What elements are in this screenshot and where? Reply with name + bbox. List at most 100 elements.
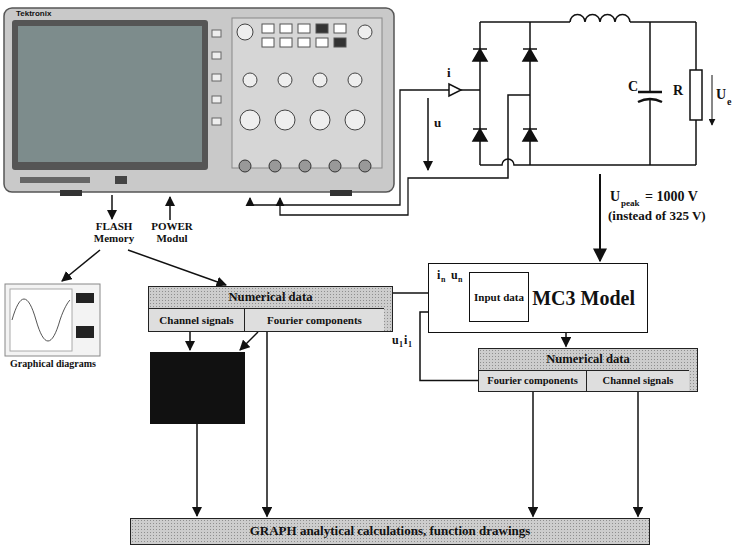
signal-label: U — [610, 190, 620, 205]
probe-wires — [250, 90, 412, 215]
label-holder: FLASH Memory — [84, 221, 144, 244]
label-holder: (instead of 325 V) — [608, 209, 706, 223]
layout-arrows — [62, 174, 600, 516]
label-holder: u — [451, 269, 458, 282]
oscilloscope-part — [212, 30, 221, 37]
graph-thumbnail — [5, 284, 100, 356]
data-panel: Numerical dataChannel signalsFourier com… — [148, 286, 393, 332]
node-text: Fourier components — [487, 375, 578, 387]
signal-label: u — [451, 269, 458, 282]
oscilloscope-part — [115, 176, 127, 184]
label-holder: U — [610, 190, 620, 205]
rectifier-circuit-part — [412, 95, 530, 178]
data-cell: Channel signals — [587, 370, 689, 391]
subscript-label: 1 — [408, 341, 412, 349]
oscilloscope-part — [237, 24, 253, 40]
oscilloscope-part — [313, 73, 327, 87]
rectifier-circuit — [412, 15, 712, 179]
oscilloscope-part — [239, 160, 251, 172]
rectifier-circuit-part — [523, 49, 537, 61]
node-text: Input data — [474, 291, 524, 303]
layout-arrows-part — [62, 250, 100, 281]
layout-arrows-part — [169, 197, 171, 220]
rectifier-circuit-part — [473, 128, 487, 130]
label-holder: u — [392, 334, 399, 347]
oscilloscope-part — [316, 24, 328, 33]
node-text: MC3 Model — [532, 287, 635, 309]
oscilloscope-part — [359, 160, 371, 172]
layout-arrows-part — [189, 332, 191, 350]
node-text: Numerical data — [479, 349, 697, 370]
oscilloscope-part — [18, 26, 202, 162]
signal-label: R — [673, 84, 683, 99]
rectifier-circuit-part — [479, 22, 481, 165]
signal-label: i — [447, 66, 451, 80]
layout-arrows-part — [599, 174, 601, 261]
subscript-label: n — [441, 276, 445, 284]
signal-label: i — [404, 334, 407, 347]
input-box: Input data — [469, 272, 529, 322]
data-cell: Fourier components — [479, 370, 587, 391]
oscilloscope-part — [243, 73, 257, 87]
graph-thumbnail-part — [12, 299, 70, 341]
rectifier-circuit-part — [473, 129, 487, 141]
probe-wires-part — [250, 90, 412, 205]
data-flow-arrow — [266, 331, 268, 517]
rectifier-circuit-part — [638, 91, 662, 94]
label-holder: = 1000 V — [645, 190, 698, 205]
graph-thumbnail-part — [5, 284, 100, 356]
label-holder: U — [716, 88, 726, 103]
oscilloscope-part — [278, 73, 292, 87]
signal-label: Graphical diagrams — [0, 359, 106, 370]
oscilloscope-part — [212, 52, 221, 59]
oscilloscope-part — [329, 160, 341, 172]
rectifier-circuit-part — [427, 98, 429, 170]
label-holder: R — [673, 84, 683, 99]
layout-arrows-part — [196, 424, 198, 516]
label-holder: n — [441, 276, 445, 284]
oscilloscope-part — [262, 38, 274, 47]
rectifier-circuit-part — [695, 22, 697, 70]
rectifier-circuit-part — [523, 48, 537, 50]
oscilloscope-part — [334, 38, 346, 47]
graph-thumbnail-part — [76, 326, 94, 338]
oscilloscope-part — [212, 74, 221, 81]
signal-label: (instead of 325 V) — [608, 209, 706, 223]
processing-block — [150, 352, 245, 424]
oscilloscope-part — [275, 110, 295, 130]
oscilloscope-part — [212, 118, 221, 125]
oscilloscope-part — [345, 110, 365, 130]
rectifier-circuit-part — [449, 84, 461, 96]
oscilloscope-part — [60, 190, 82, 196]
label-holder: POWER Modul — [145, 221, 199, 244]
subscript-label: n — [458, 276, 462, 284]
label-holder: i — [447, 66, 451, 80]
rectifier-circuit-part — [570, 15, 630, 23]
oscilloscope-part — [240, 110, 260, 130]
rectifier-circuit-part — [712, 75, 713, 125]
oscilloscope-part — [212, 96, 221, 103]
label-holder: n — [458, 276, 462, 284]
signal-label: POWER Modul — [145, 221, 199, 244]
oscilloscope-part — [262, 24, 274, 33]
signal-label: = 1000 V — [645, 190, 698, 205]
rectifier-circuit-part — [480, 159, 696, 165]
rectifier-circuit-part — [523, 129, 537, 141]
oscilloscope-part — [299, 160, 311, 172]
node-text: GRAPH analytical calculations, function … — [250, 524, 531, 538]
signal-label: i — [437, 269, 440, 282]
signal-label: e — [727, 97, 731, 108]
layout-arrows-part — [128, 250, 226, 285]
label-holder: u — [434, 116, 441, 130]
oscilloscope-part — [298, 38, 310, 47]
output-band: GRAPH analytical calculations, function … — [130, 518, 650, 545]
data-panel: Numerical dataFourier components Channel … — [478, 348, 698, 392]
rectifier-circuit-part — [480, 21, 570, 23]
signal-label: u — [392, 334, 399, 347]
oscilloscope-part — [330, 190, 352, 196]
rectifier-circuit-part — [473, 48, 487, 50]
graph-thumbnail-part — [10, 289, 72, 351]
node-text: Channel signals — [603, 375, 674, 387]
signal-label: Tektronix — [16, 10, 51, 18]
